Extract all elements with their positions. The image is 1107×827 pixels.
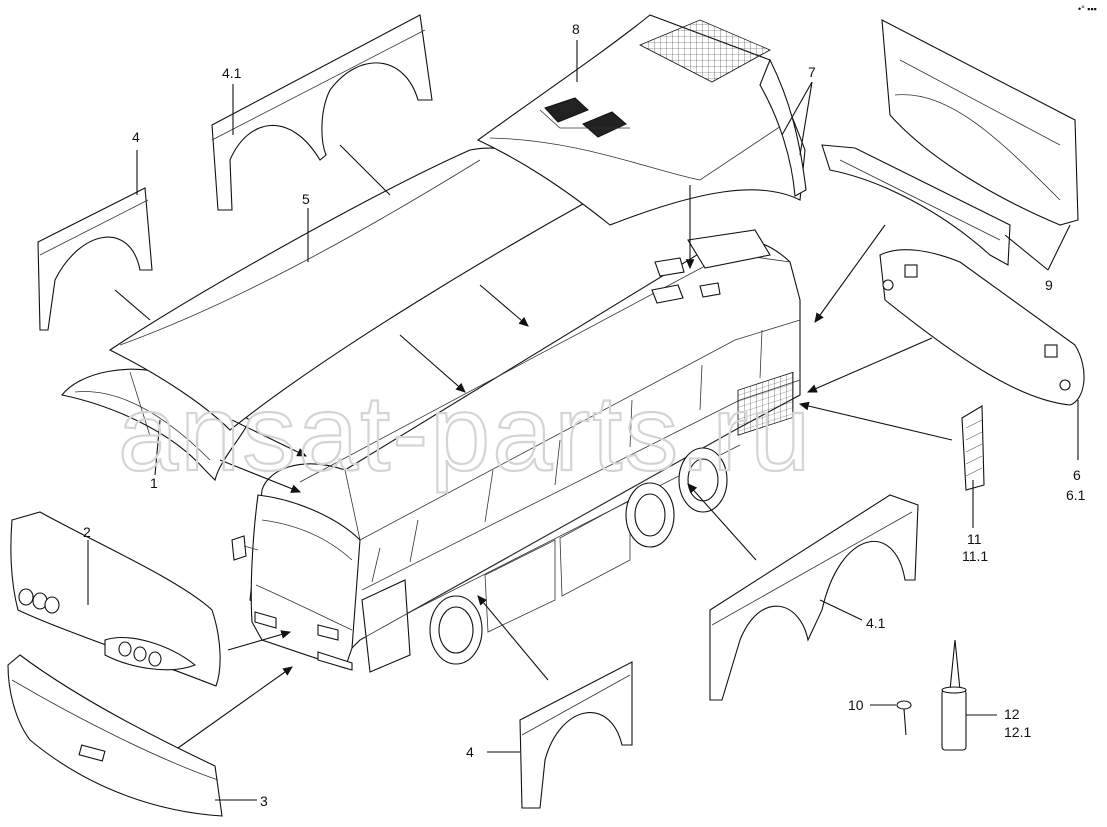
part-rivet [896, 700, 912, 736]
part-sealant-cartridge [941, 639, 967, 751]
callout-1: 1 [150, 475, 158, 491]
corner-mark: •° ▪▪▪ [1078, 4, 1097, 14]
part-roof-flank [759, 58, 807, 197]
part-wheel-arch-long-bottom [709, 494, 919, 701]
part-front-bumper [7, 654, 223, 817]
bus-body [231, 229, 801, 673]
callout-10: 10 [848, 697, 864, 713]
callout-11-1: 11.1 [962, 548, 988, 564]
callout-4-1-bottom: 4.1 [866, 615, 886, 631]
part-rear-roof-cap [476, 14, 806, 226]
callout-8: 8 [572, 21, 580, 37]
callout-12-1: 12.1 [1004, 724, 1031, 740]
callout-5: 5 [302, 191, 310, 207]
part-wheel-arch-long-top [211, 14, 433, 211]
callout-2: 2 [83, 524, 91, 540]
callout-6: 6 [1073, 467, 1081, 483]
callout-4-1-top: 4.1 [222, 65, 242, 81]
callout-4-bottom: 4 [466, 744, 474, 760]
callout-11: 11 [967, 531, 982, 547]
callout-6-1: 6.1 [1066, 487, 1086, 503]
part-side-panel-lower [821, 144, 1011, 266]
part-wheel-arch-short-bottom [519, 661, 633, 809]
callout-9: 9 [1045, 277, 1053, 293]
callout-7: 7 [808, 64, 816, 80]
callout-4-top: 4 [132, 129, 140, 145]
part-rear-corner-trim [879, 249, 1085, 406]
part-front-panel [10, 511, 221, 687]
part-grille-insert [961, 405, 985, 491]
part-side-panel-upper [881, 19, 1079, 226]
watermark: ansat-parts.ru [118, 372, 812, 493]
callout-labels: 1 2 3 4 4 4.1 4.1 5 6 6.1 7 8 9 10 11 11… [83, 21, 1086, 809]
callout-12: 12 [1004, 706, 1020, 722]
part-wheel-arch-short-top [37, 187, 153, 331]
leader-lines [87, 40, 1079, 801]
callout-3: 3 [260, 793, 268, 809]
